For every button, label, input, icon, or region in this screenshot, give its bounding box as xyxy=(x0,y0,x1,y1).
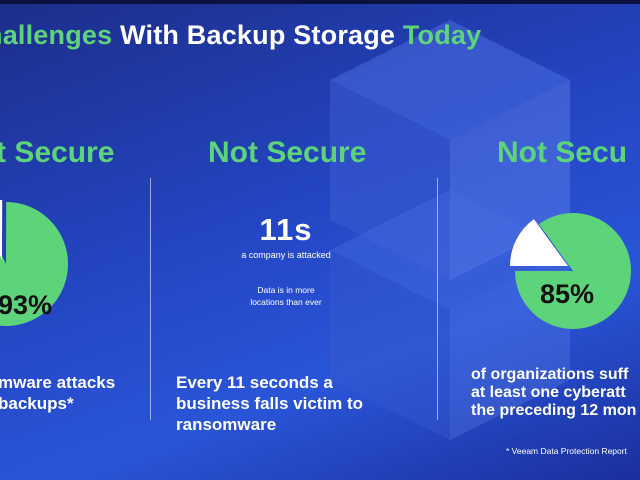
title-part-today: Today xyxy=(402,20,482,50)
description-line: business falls victim to xyxy=(176,394,364,413)
column-divider-2 xyxy=(437,178,438,420)
stat-note-line: Data is in more xyxy=(257,285,315,295)
description-line: Every 11 seconds a xyxy=(176,373,333,392)
column-3-heading: Not Secu xyxy=(497,136,628,169)
pie-slice-main xyxy=(0,202,68,326)
column-2-description: Every 11 seconds a business falls victim… xyxy=(176,372,363,435)
pie-1-label: 93% xyxy=(0,290,53,320)
pie-chart-85 xyxy=(510,213,631,329)
description-line: the preceding 12 mon xyxy=(471,402,637,419)
description-line: mware attacks xyxy=(0,373,116,392)
page-title: hallenges With Backup Storage Today xyxy=(0,20,481,51)
pie-chart-93 xyxy=(0,200,68,326)
description-line: at least one cyberatt xyxy=(471,384,626,401)
pie-slice-remainder xyxy=(510,219,568,266)
column-divider-1 xyxy=(150,178,151,420)
pie-slice-remainder xyxy=(0,200,3,260)
description-line: ransomware xyxy=(176,415,277,434)
description-line: backups* xyxy=(0,394,74,413)
column-2-heading: Not Secure xyxy=(208,136,367,169)
stat-note: Data is in more locations than ever xyxy=(228,284,344,308)
stat-note-line: locations than ever xyxy=(250,297,322,307)
pie-2-label: 85% xyxy=(540,279,595,309)
stat-value: 11s xyxy=(259,212,313,247)
footnote: * Veeam Data Protection Report xyxy=(506,446,627,456)
title-part-highlight: hallenges xyxy=(0,20,113,50)
column-3-description: of organizations suff at least one cyber… xyxy=(471,366,636,420)
description-line: of organizations suff xyxy=(471,366,629,383)
stat-caption: a company is attacked xyxy=(241,250,331,260)
column-1-description: mware attacks backups* xyxy=(0,372,115,414)
pie-slice-main xyxy=(515,213,631,329)
title-part-main: With Backup Storage xyxy=(112,20,403,50)
top-bar xyxy=(0,0,640,4)
column-1-heading: t Secure xyxy=(0,136,115,169)
